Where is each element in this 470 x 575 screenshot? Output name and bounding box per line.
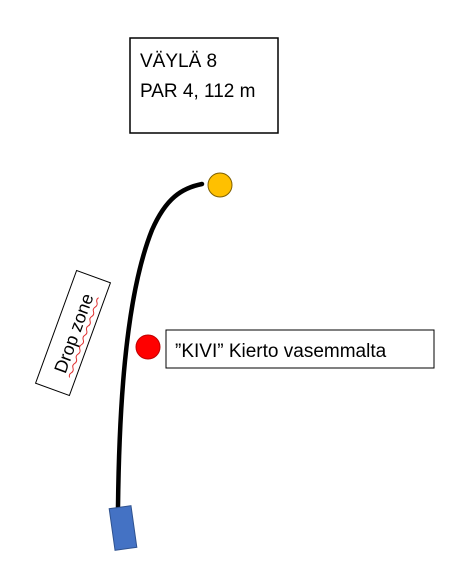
obstacle-label-box: ”KIVI” Kierto vasemmalta bbox=[165, 329, 435, 369]
fairway-line bbox=[115, 181, 205, 510]
basket-marker bbox=[207, 172, 233, 198]
hole-info-box: VÄYLÄ 8 PAR 4, 112 m bbox=[129, 37, 279, 134]
hole-info-frame bbox=[129, 37, 279, 134]
hole-par-length: PAR 4, 112 m bbox=[140, 81, 255, 102]
drop-zone-frame bbox=[34, 269, 112, 397]
spellcheck-squiggle bbox=[68, 297, 99, 378]
obstacle-label-frame bbox=[165, 329, 435, 369]
drop-zone-box: Drop zone bbox=[34, 269, 112, 397]
tee-pad bbox=[108, 505, 138, 551]
hole-number: VÄYLÄ 8 bbox=[140, 51, 217, 72]
obstacle-label: ”KIVI” Kierto vasemmalta bbox=[175, 341, 387, 362]
obstacle-marker bbox=[135, 334, 161, 360]
